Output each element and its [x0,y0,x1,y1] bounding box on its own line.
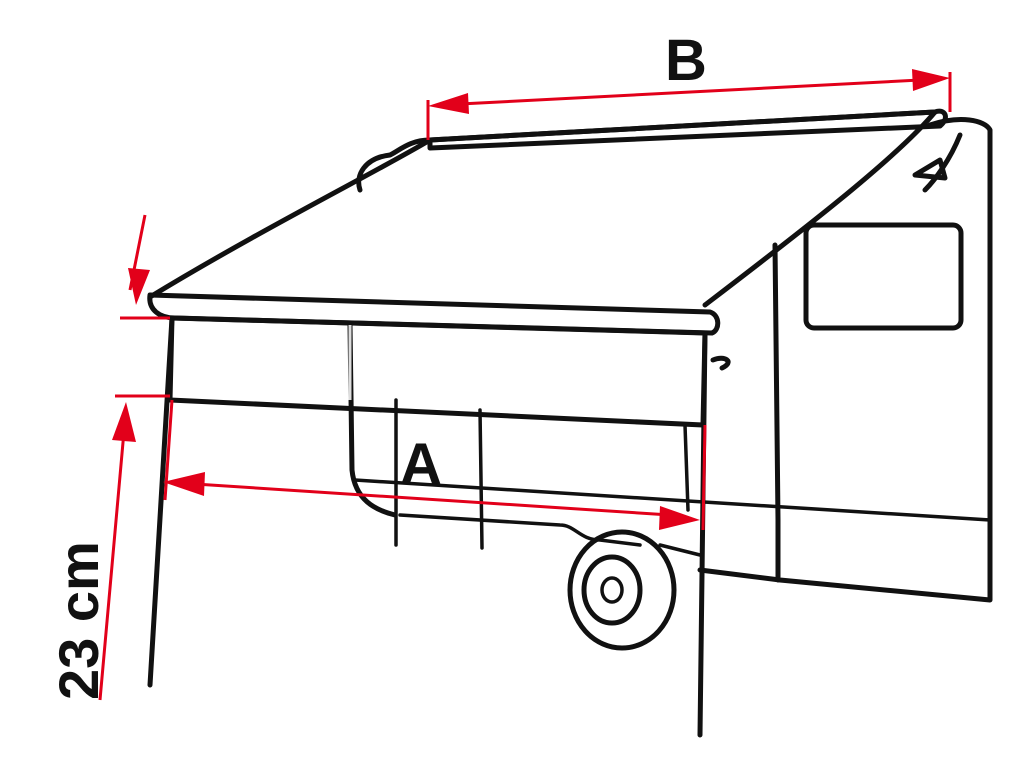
label-b: B [665,28,707,93]
caravan-window [803,222,964,331]
label-a: A [400,432,442,497]
dimension-height: 23 cm [47,214,170,701]
caravan-body [347,117,993,603]
awning [147,108,948,738]
awning-leg-right [697,330,708,738]
dimension-b: B [426,28,952,140]
caravan-wheel [567,529,677,651]
sun-blocker-panel [167,315,708,428]
awning-leg-left [147,315,175,688]
dimension-a: A [163,399,707,531]
awning-cassette [427,108,948,151]
label-height: 23 cm [47,541,110,700]
awning-front-bar [147,292,721,336]
